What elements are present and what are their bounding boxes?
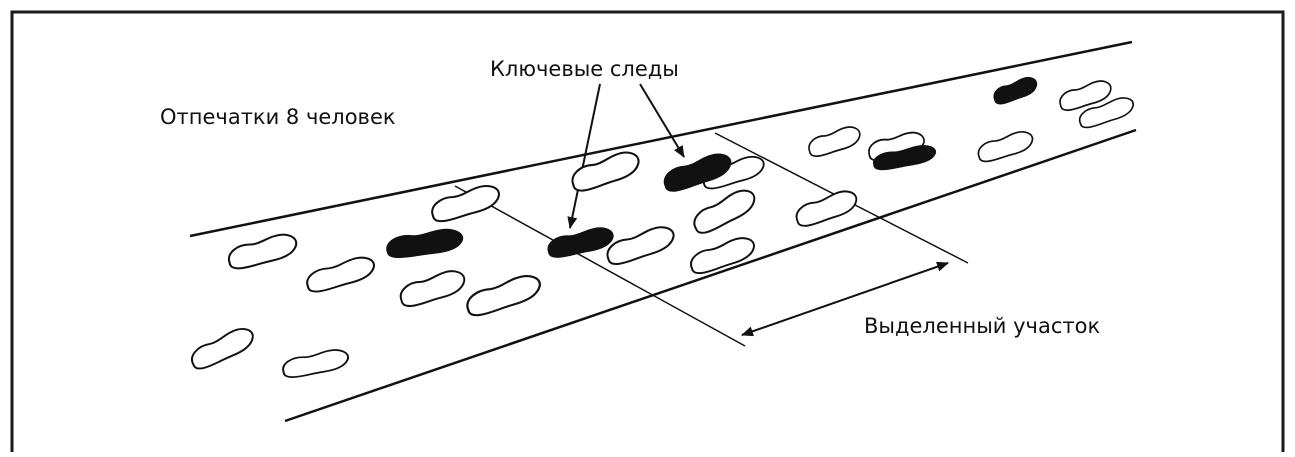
path-edge-top <box>189 40 1133 238</box>
selected-area-arrow <box>741 261 949 337</box>
footprint <box>396 268 469 309</box>
selected-area-label: Выделенный участок <box>864 314 1101 338</box>
footprint <box>975 129 1036 164</box>
footprint <box>462 272 545 319</box>
footprint <box>428 182 504 224</box>
footprint <box>805 124 864 159</box>
people-prints-label: Отпечатки 8 человек <box>160 105 396 129</box>
footprint-filled <box>385 228 464 259</box>
path-edge-bottom <box>284 128 1137 423</box>
footprint <box>686 234 759 276</box>
footprint <box>186 324 259 372</box>
section-boundary-left <box>454 185 746 347</box>
key-trace-arrow-1 <box>567 83 601 229</box>
footprint-filled <box>990 75 1040 106</box>
key-traces-label: Ключевые следы <box>490 57 679 81</box>
footprint <box>280 347 351 379</box>
footprint <box>303 254 378 295</box>
footprint <box>687 186 762 237</box>
key-trace-arrow-2 <box>639 83 685 158</box>
footprint <box>225 231 300 271</box>
key-footprint <box>545 225 616 259</box>
frame-border <box>10 10 1285 452</box>
footprint <box>602 223 679 267</box>
footprint <box>792 188 861 229</box>
